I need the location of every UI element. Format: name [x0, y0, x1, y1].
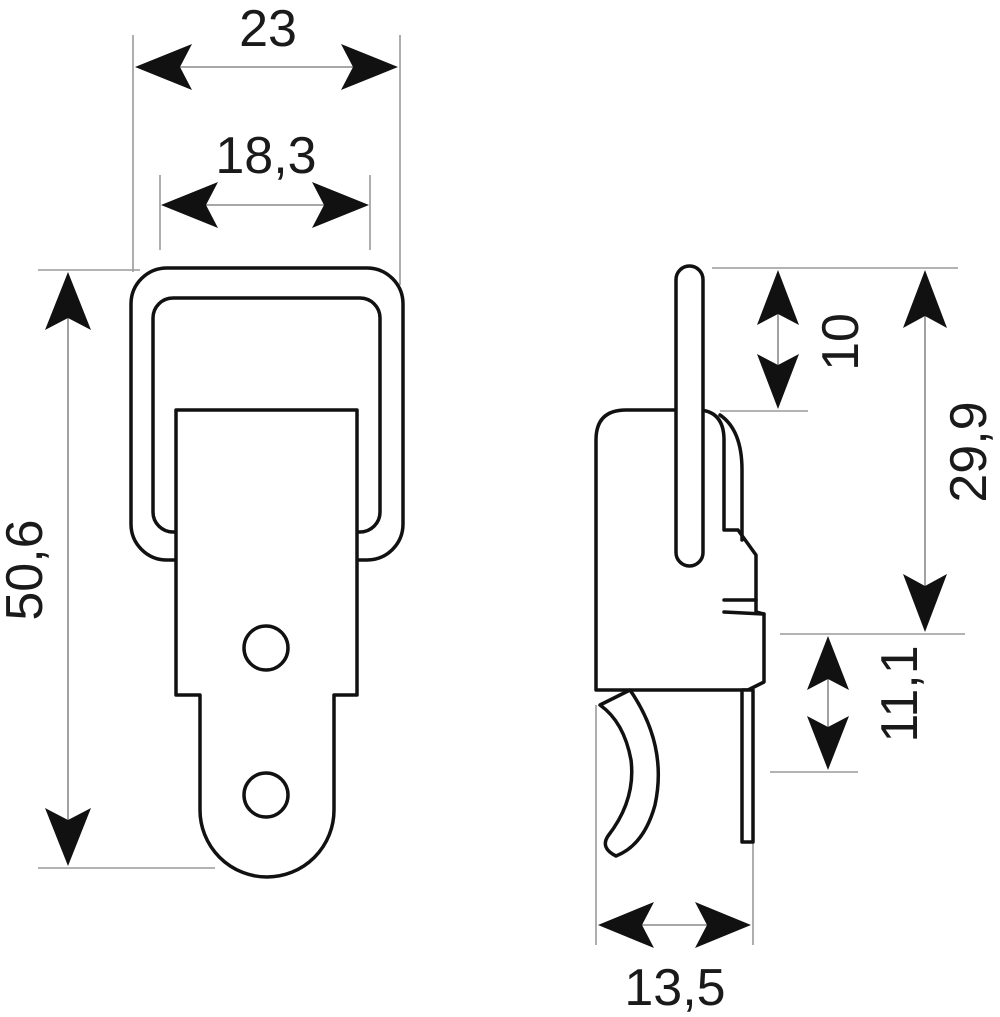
mounting-hole-lower	[242, 771, 290, 819]
dimension-label-50-6: 50,6	[0, 519, 54, 620]
latch-body-detail	[718, 413, 744, 542]
hook-side	[598, 688, 661, 858]
dimension-label-13-5: 13,5	[624, 959, 725, 1017]
bail-side	[674, 264, 705, 568]
dimension-side-top: 10	[757, 270, 870, 409]
dimension-side-lower: 11,1	[807, 636, 929, 770]
dimension-overall-width: 23	[135, 0, 398, 90]
dimension-side-upper: 29,9	[903, 270, 998, 632]
dimension-label-29-9: 29,9	[940, 401, 998, 502]
mounting-hole-upper	[242, 624, 290, 672]
dimension-overall-height: 50,6	[0, 272, 91, 866]
dimension-label-10: 10	[812, 313, 870, 371]
front-view: 23 18,3 50,6	[0, 0, 405, 879]
dimension-inner-width: 18,3	[161, 127, 369, 228]
dimension-label-23: 23	[239, 0, 297, 58]
dimension-label-18-3: 18,3	[215, 127, 316, 185]
dimension-side-depth: 13,5	[598, 902, 751, 1017]
back-plate-side	[740, 688, 755, 844]
dimension-label-11-1: 11,1	[871, 645, 929, 742]
side-view: 10 29,9 11,1 13,5	[594, 264, 998, 1017]
